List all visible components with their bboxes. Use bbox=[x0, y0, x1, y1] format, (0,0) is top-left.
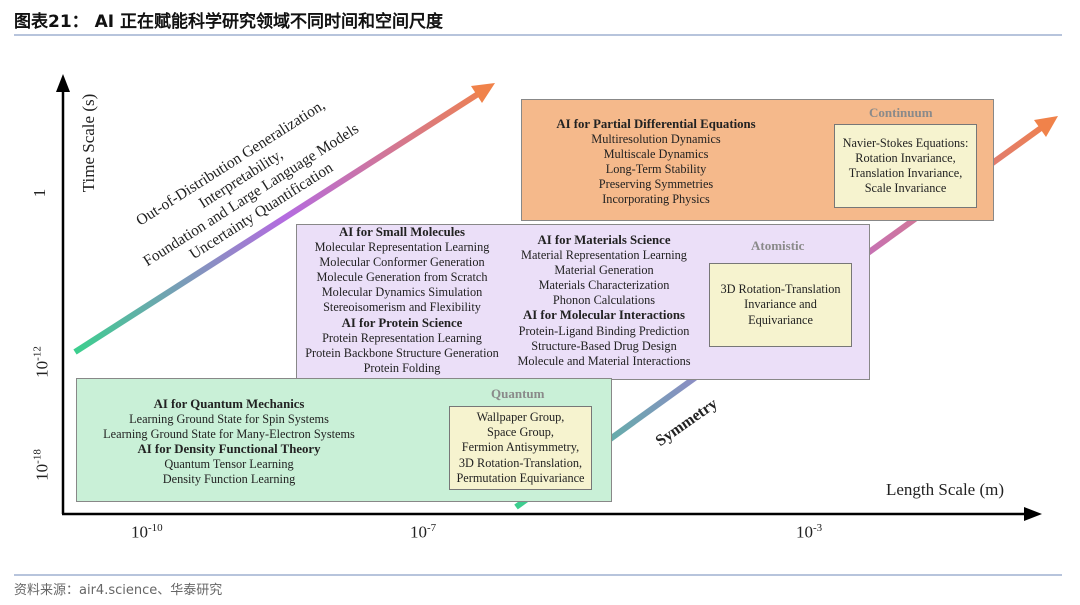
quantum-note-line: Space Group, bbox=[487, 425, 554, 440]
atomistic-note-line: 3D Rotation-Translation bbox=[720, 282, 841, 297]
quantum-note-line: 3D Rotation-Translation, bbox=[458, 455, 583, 470]
small-molecules-item: Molecular Representation Learning bbox=[314, 240, 490, 255]
figure-title: 图表21： AI 正在赋能科学研究领域不同时间和空间尺度 bbox=[14, 12, 443, 32]
y-tick-1e-12-exp: -12 bbox=[31, 346, 44, 361]
materials-item: Material Representation Learning bbox=[521, 248, 687, 263]
generalization-arrow-shaft bbox=[73, 91, 480, 355]
x-tick-1e-10-exp: -10 bbox=[148, 522, 163, 534]
continuum-note-line: Rotation Invariance, bbox=[855, 150, 956, 165]
generalization-arrowhead bbox=[471, 83, 495, 103]
quantum-note-line: Fermion Antisymmetry, bbox=[461, 440, 580, 455]
dft-item: Quantum Tensor Learning bbox=[164, 457, 294, 472]
x-tick-1e-10-base: 10 bbox=[131, 522, 148, 542]
pde-item: Multiresolution Dynamics bbox=[591, 132, 721, 147]
source-rule bbox=[14, 574, 1062, 576]
y-tick-1e-12: 10-12 bbox=[32, 346, 53, 378]
x-tick-1e-3: 10-3 bbox=[796, 522, 822, 543]
x-tick-1e-7-exp: -7 bbox=[427, 522, 437, 534]
x-tick-1e-3-base: 10 bbox=[796, 522, 813, 542]
pde-heading: AI for Partial Differential Equations bbox=[556, 117, 756, 131]
materials-item: Materials Characterization bbox=[538, 278, 670, 293]
pde-item: Preserving Symmetries bbox=[598, 177, 714, 192]
small-molecules-heading: AI for Small Molecules bbox=[339, 225, 465, 239]
y-tick-1: 1 bbox=[30, 189, 50, 198]
pde-item: Multiscale Dynamics bbox=[603, 147, 709, 162]
atomistic-note-line: Equivariance bbox=[748, 312, 813, 327]
y-axis-arrowhead bbox=[56, 74, 70, 92]
y-tick-1e-18-exp: -18 bbox=[31, 449, 44, 464]
protein-heading: AI for Protein Science bbox=[341, 315, 463, 330]
small-molecules-block: AI for Small Molecules Molecular Represe… bbox=[305, 225, 499, 376]
small-molecules-item: Molecule Generation from Scratch bbox=[316, 270, 488, 285]
figure-source: 资料来源：air4.science、华泰研究 bbox=[14, 583, 223, 598]
materials-block: AI for Materials Science Material Repres… bbox=[517, 233, 690, 369]
protein-item: Protein Folding bbox=[363, 360, 441, 375]
y-axis-label: Time Scale (s) bbox=[79, 93, 98, 193]
interactions-item: Molecule and Material Interactions bbox=[517, 353, 691, 368]
small-molecules-item: Molecular Dynamics Simulation bbox=[321, 285, 483, 300]
y-tick-1-base: 1 bbox=[30, 188, 49, 198]
continuum-badge: Continuum bbox=[869, 105, 933, 120]
y-tick-1e-18: 10-18 bbox=[32, 449, 53, 481]
materials-item: Material Generation bbox=[554, 263, 654, 278]
continuum-note-line: Scale Invariance bbox=[864, 181, 947, 196]
interactions-item: Protein-Ligand Binding Prediction bbox=[518, 323, 690, 338]
x-axis-label: Length Scale (m) bbox=[886, 480, 1005, 499]
pde-block: AI for Partial Differential Equations Mu… bbox=[556, 117, 755, 208]
pde-item: Long-Term Stability bbox=[605, 162, 707, 177]
continuum-note-line: Translation Invariance, bbox=[848, 166, 963, 180]
atomistic-badge: Atomistic bbox=[751, 238, 805, 253]
title-rule bbox=[14, 34, 1062, 36]
qm-item: Learning Ground State for Many-Electron … bbox=[103, 427, 355, 442]
interactions-heading: AI for Molecular Interactions bbox=[523, 308, 685, 323]
y-tick-1e-18-base: 10 bbox=[32, 463, 52, 481]
x-tick-1e-3-exp: -3 bbox=[813, 522, 823, 534]
qm-heading: AI for Quantum Mechanics bbox=[153, 397, 305, 411]
continuum-note: Navier-Stokes Equations: Rotation Invari… bbox=[834, 124, 977, 208]
quantum-note-line: Permutation Equivariance bbox=[456, 470, 585, 485]
atomistic-note: 3D Rotation-Translation Invariance and E… bbox=[709, 263, 852, 347]
protein-item: Protein Representation Learning bbox=[322, 330, 482, 345]
x-axis-arrowhead bbox=[1024, 507, 1042, 521]
small-molecules-item: Molecular Conformer Generation bbox=[319, 255, 485, 270]
y-tick-1e-12-base: 10 bbox=[32, 360, 52, 378]
protein-item: Protein Backbone Structure Generation bbox=[305, 345, 499, 360]
x-tick-1e-7-base: 10 bbox=[410, 522, 427, 542]
materials-item: Phonon Calculations bbox=[552, 293, 656, 308]
qm-item: Learning Ground State for Spin Systems bbox=[129, 412, 329, 427]
small-molecules-item: Stereoisomerism and Flexibility bbox=[323, 300, 481, 315]
x-tick-1e-10: 10-10 bbox=[131, 522, 163, 543]
symmetry-arrowhead bbox=[1034, 116, 1058, 137]
continuum-note-line: Navier-Stokes Equations: bbox=[842, 135, 969, 150]
quantum-note-line: Wallpaper Group, bbox=[476, 410, 565, 425]
x-tick-1e-7: 10-7 bbox=[410, 522, 436, 543]
dft-item: Density Function Learning bbox=[162, 472, 296, 487]
quantum-block: AI for Quantum Mechanics Learning Ground… bbox=[103, 397, 355, 488]
materials-heading: AI for Materials Science bbox=[537, 233, 671, 247]
quantum-badge: Quantum bbox=[491, 386, 545, 401]
interactions-item: Structure-Based Drug Design bbox=[531, 338, 677, 353]
dft-heading: AI for Density Functional Theory bbox=[137, 442, 321, 457]
atomistic-note-line: Invariance and bbox=[744, 297, 817, 312]
pde-item: Incorporating Physics bbox=[602, 192, 710, 207]
quantum-note: Wallpaper Group, Space Group, Fermion An… bbox=[449, 406, 592, 490]
